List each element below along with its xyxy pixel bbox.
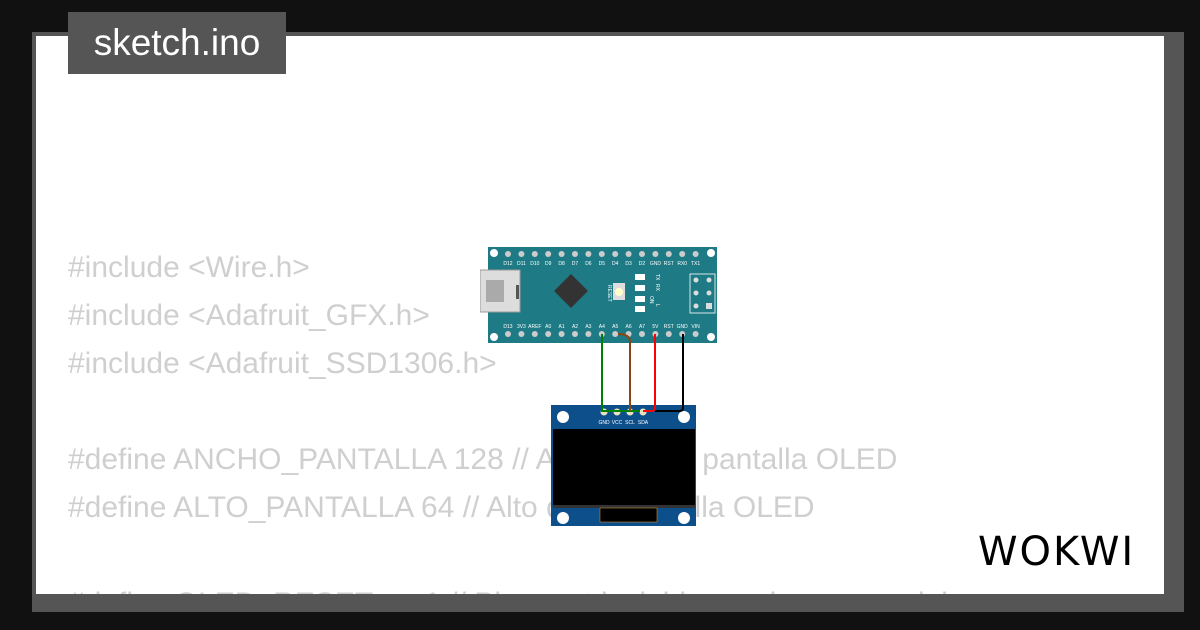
- wire-brown: [617, 333, 631, 411]
- wokwi-logo: WOKWI: [978, 529, 1135, 575]
- pin-header[interactable]: [505, 331, 511, 337]
- pin-label: D11: [517, 261, 526, 267]
- code-line: #include <Adafruit_SSD1306.h>: [68, 347, 497, 380]
- pin-label: 3V3: [517, 324, 526, 330]
- code-line: #include <Wire.h>: [68, 251, 310, 284]
- led-label: RX: [654, 284, 660, 292]
- pin-header[interactable]: [625, 251, 632, 257]
- pin-header[interactable]: [585, 251, 592, 257]
- pin-label: D4: [612, 261, 619, 267]
- wires: [601, 333, 684, 412]
- pin-header[interactable]: [639, 331, 645, 337]
- pin-label: RST: [664, 261, 674, 267]
- pin-header[interactable]: [545, 251, 552, 257]
- pin-label: RX0: [677, 261, 687, 267]
- code-line: #include <Adafruit_GFX.h>: [68, 299, 430, 332]
- pin-header[interactable]: [558, 331, 565, 337]
- pin-label: A5: [612, 324, 618, 330]
- led-label: TX: [654, 274, 660, 281]
- oled-pin-label: VCC: [612, 420, 623, 426]
- oled-pin-label: GND: [598, 420, 610, 426]
- pin-header[interactable]: [585, 331, 592, 337]
- pin-label: A3: [585, 324, 591, 330]
- led-label: L: [654, 304, 660, 307]
- pin-label: D3: [625, 261, 632, 267]
- pin-header[interactable]: [652, 251, 659, 257]
- pin-label: D12: [503, 261, 512, 267]
- pin-label: D13: [503, 324, 512, 330]
- pin-header[interactable]: [531, 331, 538, 337]
- pin-header[interactable]: [679, 251, 686, 257]
- pin-label: TX1: [691, 261, 700, 267]
- pin-label: D2: [639, 261, 646, 267]
- pin-label: A6: [626, 324, 632, 330]
- pin-label: 5V: [652, 324, 659, 330]
- pin-header[interactable]: [545, 331, 552, 337]
- wire-red: [643, 334, 656, 412]
- pin-header[interactable]: [572, 251, 578, 257]
- wire-green: [601, 334, 640, 412]
- wokwi-logo-text: WOKWI: [978, 529, 1135, 575]
- pin-header[interactable]: [612, 251, 619, 257]
- pin-header[interactable]: [639, 251, 645, 257]
- arduino-board: [488, 247, 717, 343]
- pin-label: A1: [559, 324, 565, 330]
- pin-header[interactable]: [612, 331, 619, 337]
- pin-header[interactable]: [518, 251, 525, 257]
- pin-label: D7: [572, 261, 579, 267]
- pin-header[interactable]: [518, 331, 525, 337]
- pin-header[interactable]: [665, 251, 672, 257]
- pin-label: D5: [599, 261, 606, 267]
- sketch-filename-label: sketch.ino: [68, 12, 286, 74]
- pin-header[interactable]: [558, 251, 565, 257]
- pin-header[interactable]: [598, 251, 605, 257]
- led-label: ON: [648, 296, 654, 304]
- reset-button[interactable]: [615, 288, 623, 296]
- pin-label: A0: [545, 324, 551, 330]
- pin-label: RST: [664, 324, 674, 330]
- code-line: #define OLED_RESET -1 // Pin reset inclu…: [68, 580, 980, 594]
- pin-label: A4: [599, 324, 605, 330]
- pin-label: GND: [677, 324, 689, 330]
- pin-label: D8: [558, 261, 565, 267]
- pin-label: GND: [650, 261, 662, 267]
- pin-header[interactable]: [572, 331, 578, 337]
- pin-label: D9: [545, 261, 552, 267]
- pin-label: D6: [585, 261, 592, 267]
- pin-label: VIN: [691, 324, 700, 330]
- code-listing: #include <Wire.h> #include <Adafruit_GFX.…: [68, 244, 980, 594]
- wire-black: [655, 334, 684, 412]
- oled-pin-label: SDA: [638, 420, 649, 426]
- pin-label: A2: [572, 324, 578, 330]
- pin-header[interactable]: [692, 331, 699, 337]
- reset-label: RESET: [606, 285, 612, 302]
- oled-screen: [553, 429, 695, 505]
- pin-label: A7: [639, 324, 645, 330]
- pin-label: D10: [530, 261, 539, 267]
- code-line: [68, 532, 980, 580]
- pin-header[interactable]: [531, 251, 538, 257]
- oled-pin-label: SCL: [625, 420, 635, 426]
- pin-header[interactable]: [692, 251, 699, 257]
- pin-label: AREF: [528, 324, 541, 330]
- pin-header[interactable]: [665, 331, 672, 337]
- pin-header[interactable]: [505, 251, 511, 257]
